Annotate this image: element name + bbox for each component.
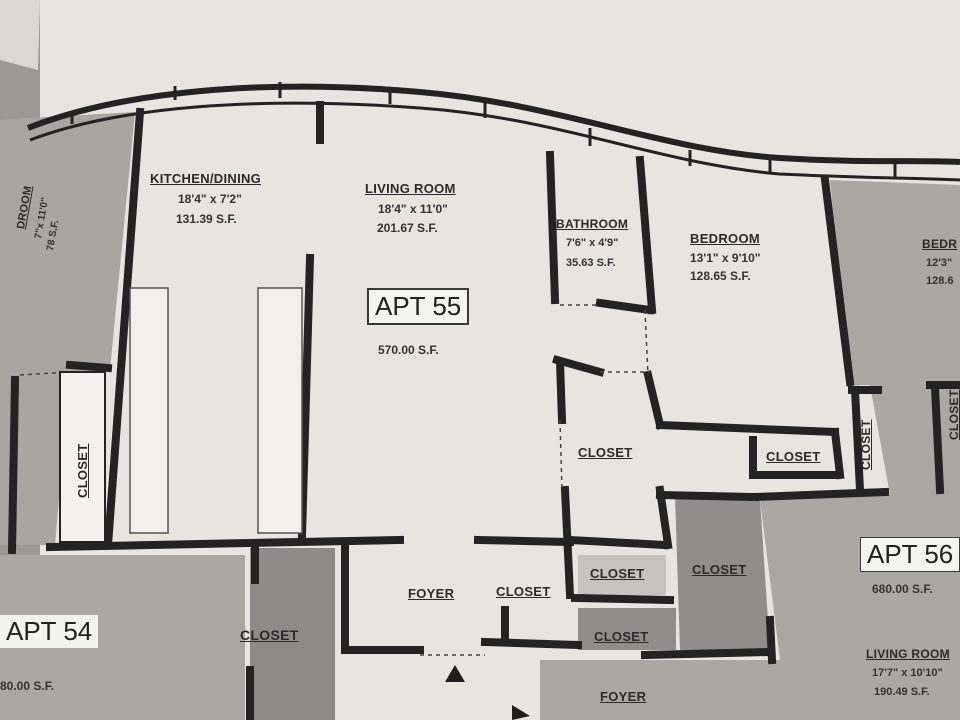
bedroom-dims: 13'1" x 9'10" — [690, 251, 761, 265]
apt-56-right-shade — [540, 180, 960, 720]
closet-label: CLOSET — [766, 449, 821, 464]
closet-shade-b — [578, 555, 666, 595]
apt-54-tag: APT 54 — [0, 615, 99, 648]
bedroom-right-dims: 12'3" — [926, 257, 953, 269]
apt-54-bottom-shade — [0, 555, 245, 720]
living-room-right-area: 190.49 S.F. — [874, 686, 930, 698]
apt-55-area: 570.00 S.F. — [378, 343, 439, 357]
living-room-right-label: LIVING ROOM — [866, 647, 950, 661]
walls — [7, 101, 960, 720]
living-room-dims: 18'4" x 11'0" — [378, 202, 448, 216]
kitchen-dining-dims: 18'4" x 7'2" — [178, 192, 242, 206]
apt-56-tag: APT 56 — [860, 537, 960, 572]
apt-54-left-shade — [0, 112, 135, 545]
closet-label: CLOSET — [578, 445, 633, 460]
bathroom-area: 35.63 S.F. — [566, 257, 616, 269]
bathroom-label: BATHROOM — [556, 217, 629, 231]
closet-label: CLOSET — [496, 584, 551, 599]
kitchen-counters — [129, 287, 303, 534]
bathroom-dims: 7'6" x 4'9" — [566, 237, 619, 249]
closet-label: CLOSET — [590, 566, 645, 581]
closet-left-panel — [59, 371, 106, 543]
living-room-right-dims: 17'7" x 10'10" — [872, 667, 943, 679]
outer-curved-wall-inner — [29, 101, 960, 182]
window-mullions — [70, 82, 897, 178]
entry-arrow-icon-2 — [512, 705, 530, 720]
apt-56-area: 680.00 S.F. — [872, 582, 933, 596]
closet-label-vertical: CLOSET — [947, 389, 960, 440]
foyer-label: FOYER — [408, 586, 455, 601]
bedroom-right-area: 128.6 — [926, 275, 954, 287]
page-curl — [0, 0, 40, 70]
closet-label-vertical: CLOSET — [859, 419, 873, 470]
closet-bottom-shade — [250, 548, 335, 720]
kitchen-dining-label: KITCHEN/DINING — [150, 171, 262, 186]
closet-label: CLOSET — [692, 562, 747, 577]
closet-label-vertical: CLOSET — [75, 443, 90, 498]
door-thresholds — [19, 304, 650, 656]
living-room-label: LIVING ROOM — [365, 181, 456, 196]
apt-55-tag: APT 55 — [367, 288, 470, 325]
apt-54-area: 80.00 S.F. — [0, 679, 55, 693]
closet-label: CLOSET — [240, 627, 299, 643]
closet-right-shade — [675, 495, 770, 650]
closet-label: CLOSET — [594, 629, 649, 644]
entry-arrow-icon — [445, 665, 465, 682]
bedroom-label: BEDROOM — [690, 231, 760, 246]
foyer-bottom-label: FOYER — [600, 689, 647, 704]
kitchen-dining-area: 131.39 S.F. — [176, 212, 237, 226]
closet-shade-a — [578, 608, 676, 650]
bedroom-area: 128.65 S.F. — [690, 269, 751, 283]
living-room-area: 201.67 S.F. — [377, 221, 438, 235]
bedroom-right-label: BEDR — [922, 237, 958, 251]
